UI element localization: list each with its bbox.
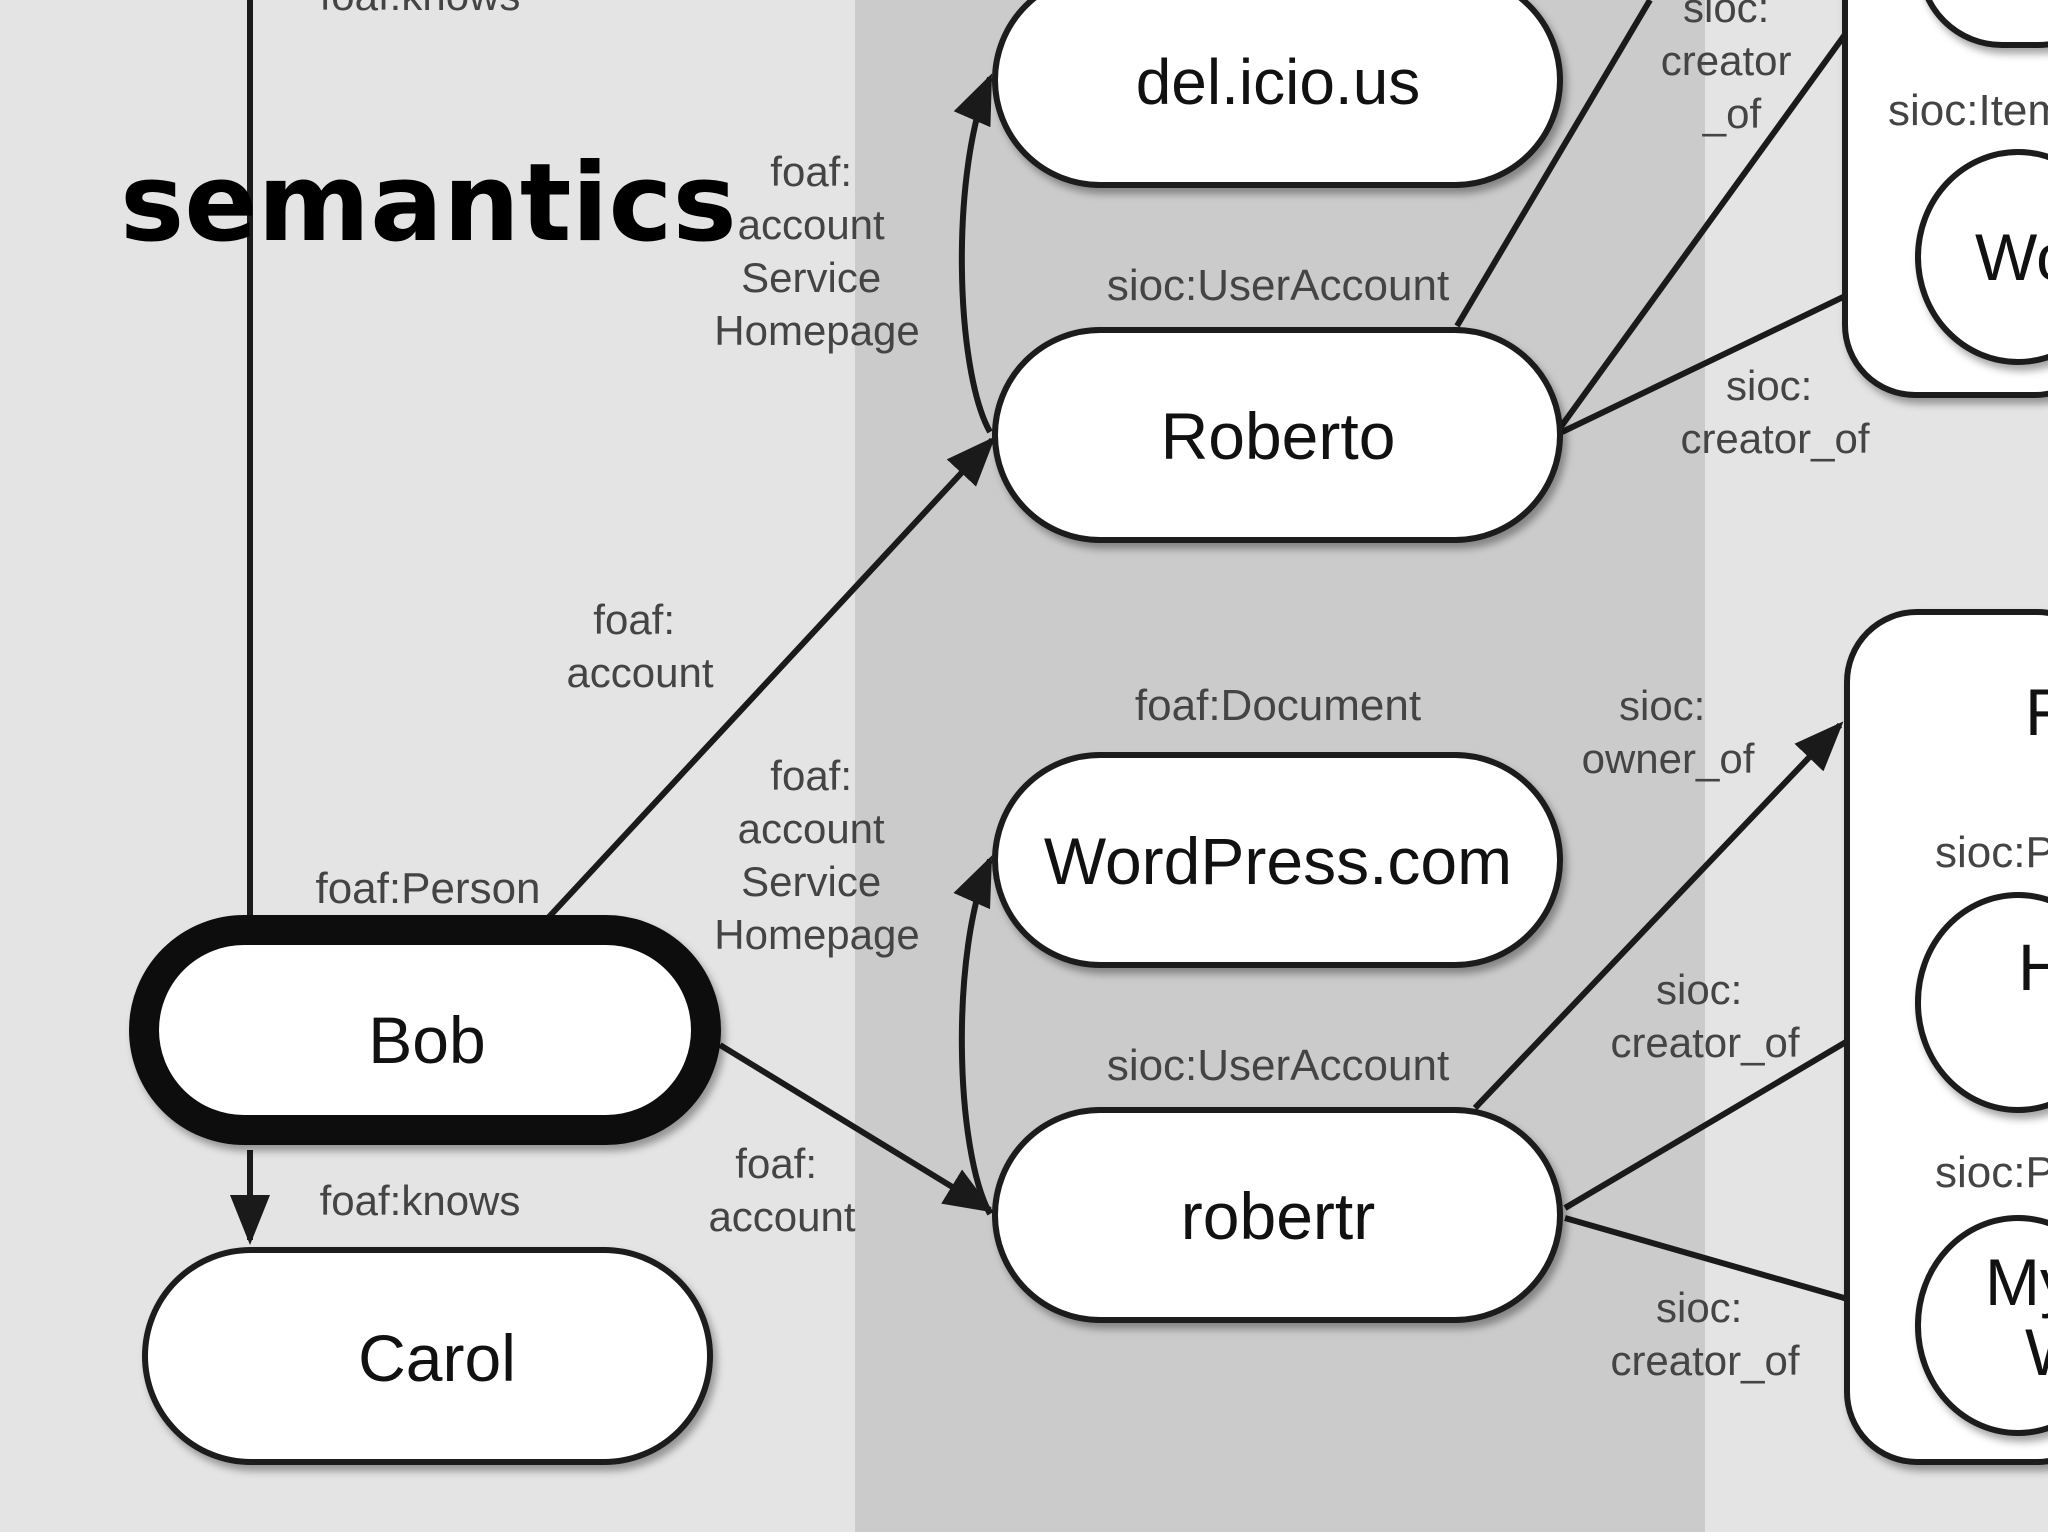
edge-label-robertr-wordpress: foaf: account Service Homepage (714, 752, 919, 958)
edge-label-bob-roberto: foaf: account (566, 596, 713, 696)
label-robertr: robertr (1181, 1179, 1375, 1253)
label-f-partial: F (2025, 675, 2048, 749)
node-wordpress (992, 752, 1563, 968)
edge-robertr-owner (1472, 721, 1844, 1111)
type-bob: foaf:Person (315, 864, 540, 913)
node-top-partial (1925, 0, 2048, 48)
edge-label-bob-robertr: foaf: account (708, 1140, 855, 1240)
edge-label-robertr-creator-my: sioc: creator_of (1610, 1284, 1799, 1384)
label-my-partial: My (1985, 1245, 2048, 1319)
label-roberto: Roberto (1161, 399, 1396, 473)
type-wordpress: foaf:Document (1135, 681, 1421, 730)
node-h-partial (1915, 892, 2048, 1113)
edge-label-robertr-creator-h: sioc: creator_of (1610, 966, 1799, 1066)
edges (230, 0, 1921, 1325)
label-h-partial: H (2018, 930, 2048, 1004)
label-wordpress: WordPress.com (1044, 824, 1512, 898)
edge-label-top-knows: foaf:knows (320, 0, 521, 19)
node-roberto (992, 327, 1563, 543)
label-wo-partial: Wo (1975, 220, 2048, 294)
bottom-strip (0, 1532, 2048, 1536)
edge-robertr-wordpress (953, 855, 993, 1216)
edge-roberto-creator-top2 (1557, 0, 1873, 430)
edge-roberto-creator-top (1454, 0, 1653, 328)
node-robertr (992, 1107, 1563, 1323)
node-my-partial (1915, 1215, 2048, 1436)
edge-bob-robertr (718, 1042, 995, 1213)
edge-label-roberto-delicious: foaf: account Service Homepage (714, 148, 919, 354)
type-labels: sioc:UserAccount sioc:UserAccount foaf:D… (315, 86, 2048, 1197)
edge-label-roberto-creator-wo: sioc: creator_of (1680, 362, 1869, 462)
node-bob (129, 915, 721, 1145)
node-labels: del.icio.us Roberto WordPress.com robert… (358, 46, 2048, 1395)
type-item-partial: sioc:Item (1888, 86, 2048, 135)
edge-label-robertr-owner: sioc: owner_of (1582, 682, 1755, 782)
nodes (129, 0, 2048, 1465)
node-delicious (992, 0, 1563, 188)
edge-roberto-delicious (953, 73, 993, 434)
edge-bob-roberto (545, 436, 996, 921)
label-w-partial: W (2025, 1315, 2048, 1389)
type-robertr: sioc:UserAccount (1107, 1041, 1449, 1090)
type-p1-partial: sioc:P (1935, 828, 2048, 877)
edge-label-bob-carol-knows: foaf:knows (320, 1177, 521, 1224)
semantics-logo: semantics (120, 141, 737, 266)
label-bob: Bob (368, 1003, 485, 1077)
label-carol: Carol (358, 1321, 516, 1395)
node-carol (142, 1247, 713, 1465)
type-p2-partial: sioc:P (1935, 1148, 2048, 1197)
label-delicious: del.icio.us (1136, 46, 1421, 118)
type-roberto: sioc:UserAccount (1107, 261, 1449, 310)
node-wo-partial (1915, 149, 2048, 365)
edge-labels: foaf:knows foaf:knows foaf: account foaf… (320, 0, 1870, 1384)
edge-label-roberto-creator-top: sioc: creator _of (1661, 0, 1803, 137)
